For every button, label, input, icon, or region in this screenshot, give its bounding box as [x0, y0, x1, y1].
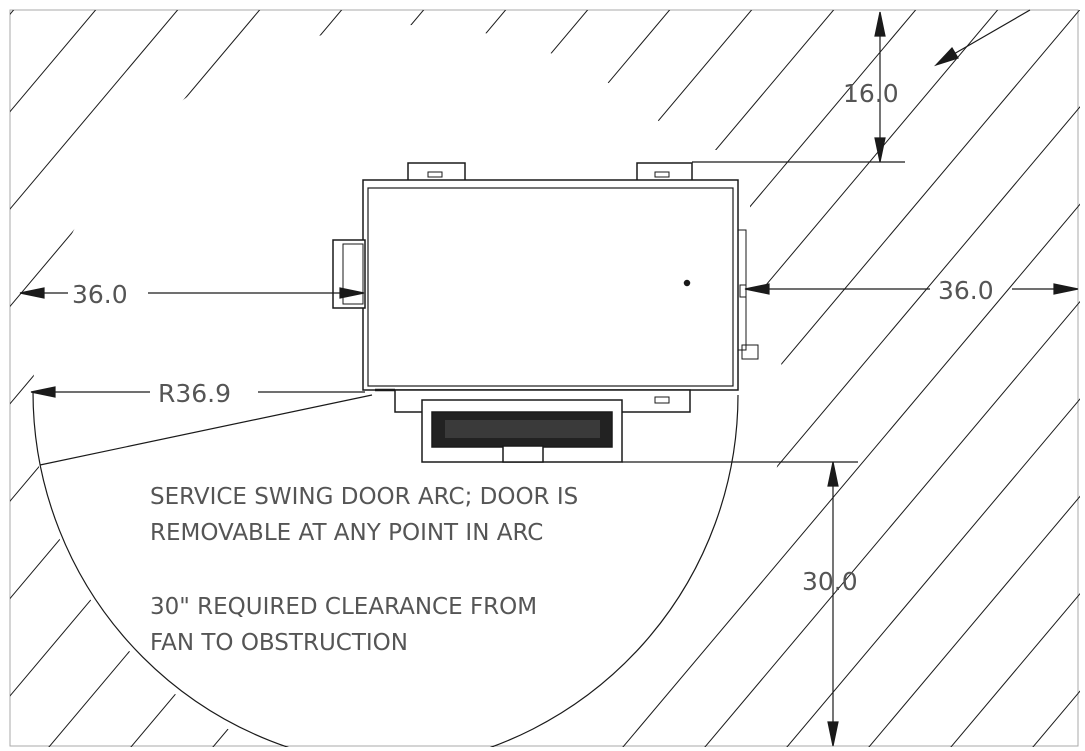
note-fan-clearance-line1: 30" REQUIRED CLEARANCE FROM: [150, 594, 537, 620]
dim-top-clearance: 16.0: [843, 79, 899, 108]
hatch-line: [10, 10, 15, 16]
hatch-line: [10, 10, 179, 210]
hatch-line: [10, 10, 425, 502]
hatch-line: [458, 10, 1080, 747]
hatch-line: [10, 10, 589, 697]
duct-collar-left: [332, 239, 366, 309]
unit-top-view: [332, 162, 759, 463]
fan-outlet: [502, 445, 544, 463]
hatch-line: [540, 106, 1080, 747]
hatch-line: [48, 10, 671, 747]
hatch-line: [10, 10, 261, 308]
swing-door-arc: [32, 391, 739, 747]
hatch-line: [868, 495, 1080, 747]
dimension-lines: [19, 9, 1079, 747]
hatch-line: [622, 203, 1080, 747]
note-fan-clearance-line2: FAN TO OBSTRUCTION: [150, 630, 408, 656]
hatch-line: [786, 398, 1080, 747]
drawing-frame: [9, 9, 1079, 747]
dim-front-clearance: 30.0: [802, 567, 858, 596]
hatch-line: [950, 592, 1080, 747]
dim-right-clearance: 36.0: [938, 276, 994, 305]
dim-swing-radius: R36.9: [158, 379, 231, 408]
hatch-line: [704, 300, 1080, 747]
note-door-arc-line2: REMOVABLE AT ANY POINT IN ARC: [150, 520, 543, 546]
dim-left-clearance: 36.0: [72, 280, 128, 309]
hatch-line: [10, 10, 97, 113]
hatch-line: [10, 10, 343, 405]
note-door-arc-line1: SERVICE SWING DOOR ARC; DOOR IS: [150, 484, 578, 510]
unit-casing: [362, 179, 739, 391]
hatch-line: [10, 10, 507, 600]
